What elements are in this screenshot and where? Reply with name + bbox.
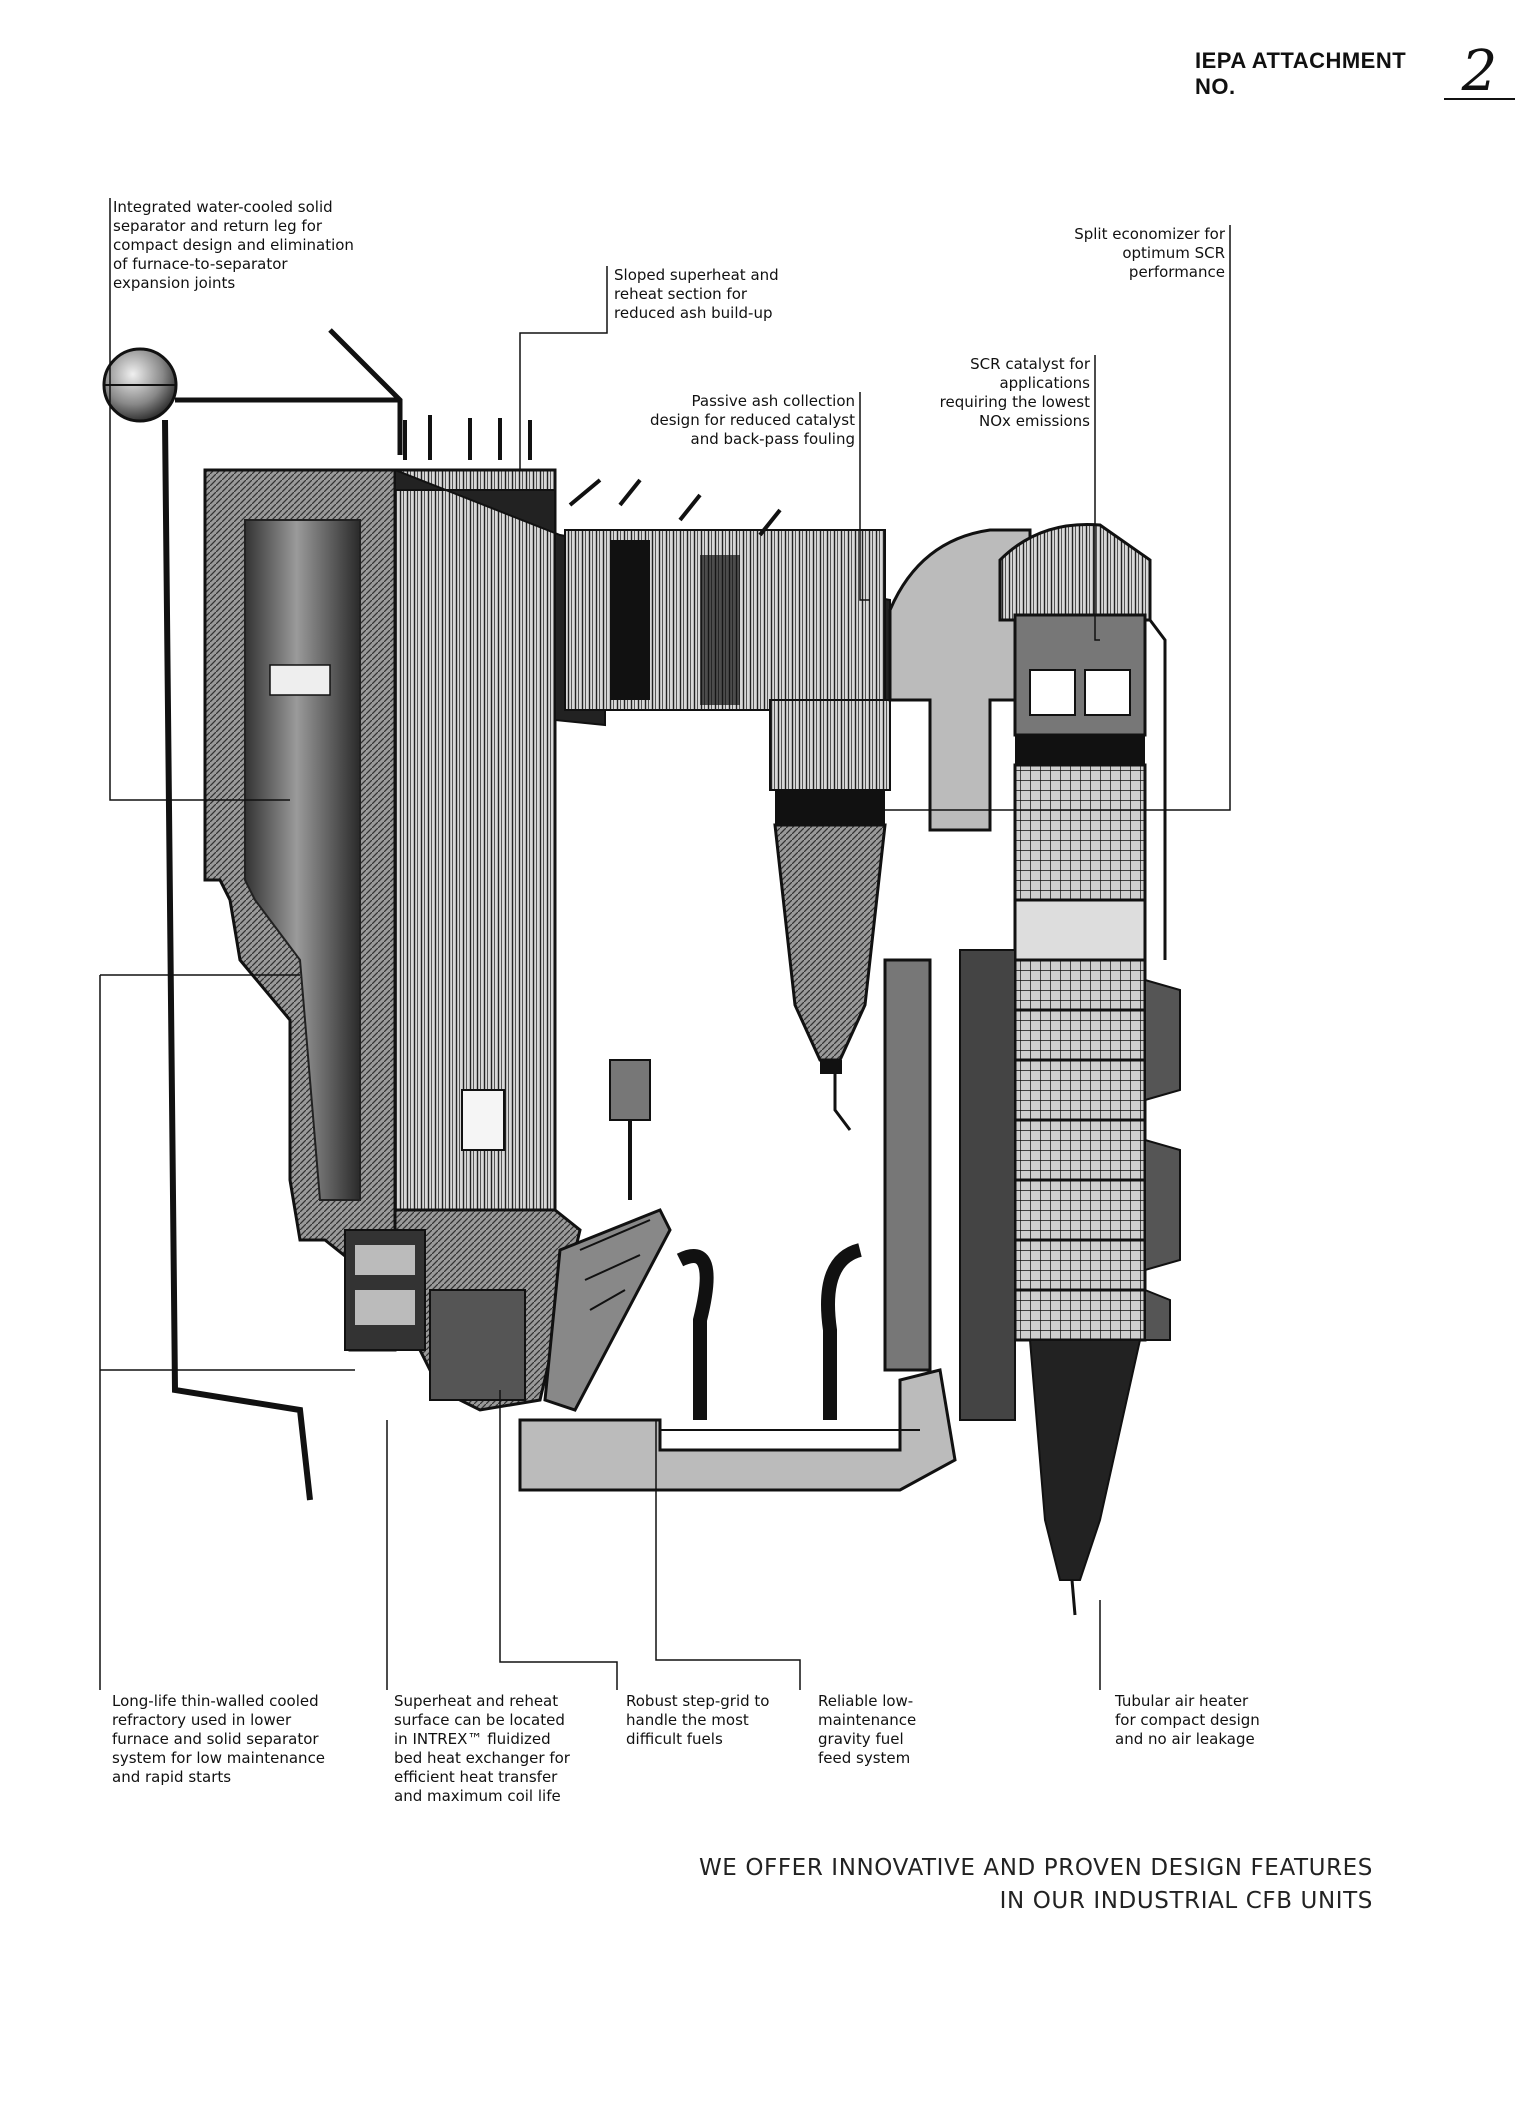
attachment-label: IEPA ATTACHMENT NO. bbox=[1195, 48, 1407, 99]
leader-separator bbox=[109, 198, 290, 801]
attachment-number-field: 2 bbox=[1443, 44, 1515, 100]
leader-grid bbox=[499, 1390, 618, 1690]
attachment-header: IEPA ATTACHMENT NO. 2 bbox=[1195, 44, 1515, 100]
superheat-section bbox=[394, 468, 891, 727]
callout-superheat: Sloped superheat and reheat section for … bbox=[614, 266, 779, 322]
air-heater-outlet bbox=[1028, 1339, 1142, 1581]
bottom-air-duct bbox=[518, 1368, 957, 1492]
callout-airheater: Tubular air heater for compact design an… bbox=[1115, 1692, 1260, 1748]
steam-drum bbox=[102, 347, 178, 423]
leader-lines bbox=[99, 198, 1231, 1690]
ash-hopper bbox=[769, 699, 891, 1131]
leader-fuel bbox=[655, 1420, 801, 1690]
furnace-wall bbox=[393, 415, 557, 1212]
tagline: WE OFFER INNOVATIVE AND PROVEN DESIGN FE… bbox=[698, 1855, 1373, 1914]
callout-fuel: Reliable low- maintenance gravity fuel f… bbox=[818, 1692, 917, 1767]
callout-refractory: Long-life thin-walled cooled refractory … bbox=[112, 1692, 326, 1786]
leader-scr bbox=[1094, 355, 1100, 641]
leader-economizer bbox=[885, 225, 1231, 811]
leader-superheat bbox=[519, 266, 608, 470]
flue-duct bbox=[888, 528, 1032, 832]
callout-grid: Robust step-grid to handle the most diff… bbox=[626, 1692, 770, 1748]
callout-separator: Integrated water-cooled solid separator … bbox=[113, 198, 354, 292]
callout-intrex: Superheat and reheat surface can be loca… bbox=[394, 1692, 570, 1805]
leader-ash bbox=[859, 392, 870, 601]
backpass-column bbox=[959, 522, 1181, 1421]
attachment-number: 2 bbox=[1461, 39, 1498, 104]
callout-ash: Passive ash collection design for reduce… bbox=[649, 392, 855, 448]
callout-scr: SCR catalyst for applications requiring … bbox=[939, 355, 1090, 430]
downcomer-pipe bbox=[162, 419, 313, 1501]
solid-separator bbox=[203, 468, 397, 1352]
lower-furnace bbox=[344, 1059, 672, 1412]
callout-economizer: Split economizer for optimum SCR perform… bbox=[1074, 225, 1225, 281]
